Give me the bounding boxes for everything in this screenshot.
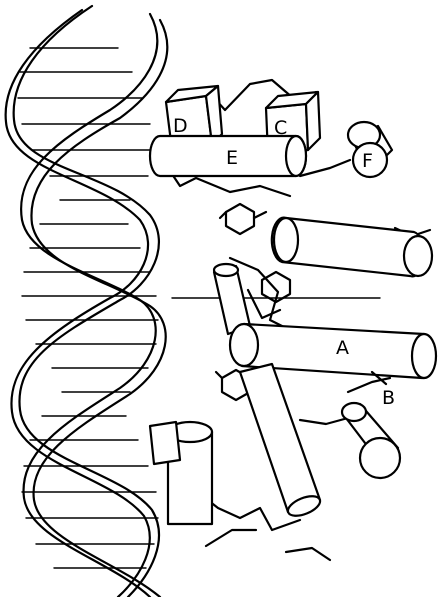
- helix-f: F: [348, 122, 392, 177]
- helix-b: B: [372, 372, 395, 409]
- dna-base-pairs: [18, 48, 158, 568]
- helix-b-label: B: [382, 387, 395, 409]
- helix-right-middle: [272, 218, 432, 277]
- side-chain-ring-upper: [220, 204, 266, 234]
- helix-e: E: [150, 136, 306, 176]
- helix-f-label: F: [362, 150, 373, 172]
- helix-lower-left: [150, 422, 212, 524]
- dna-backbone-strand-1: [6, 6, 159, 597]
- helix-d-label: D: [173, 115, 188, 137]
- dna-double-helix: [6, 6, 168, 597]
- helix-lower-right: [342, 403, 400, 478]
- helix-diagonal-lower: [240, 364, 323, 520]
- dna-backbone-strand-2: [21, 14, 167, 597]
- helix-e-label: E: [226, 147, 238, 169]
- helix-a-label: A: [336, 337, 349, 359]
